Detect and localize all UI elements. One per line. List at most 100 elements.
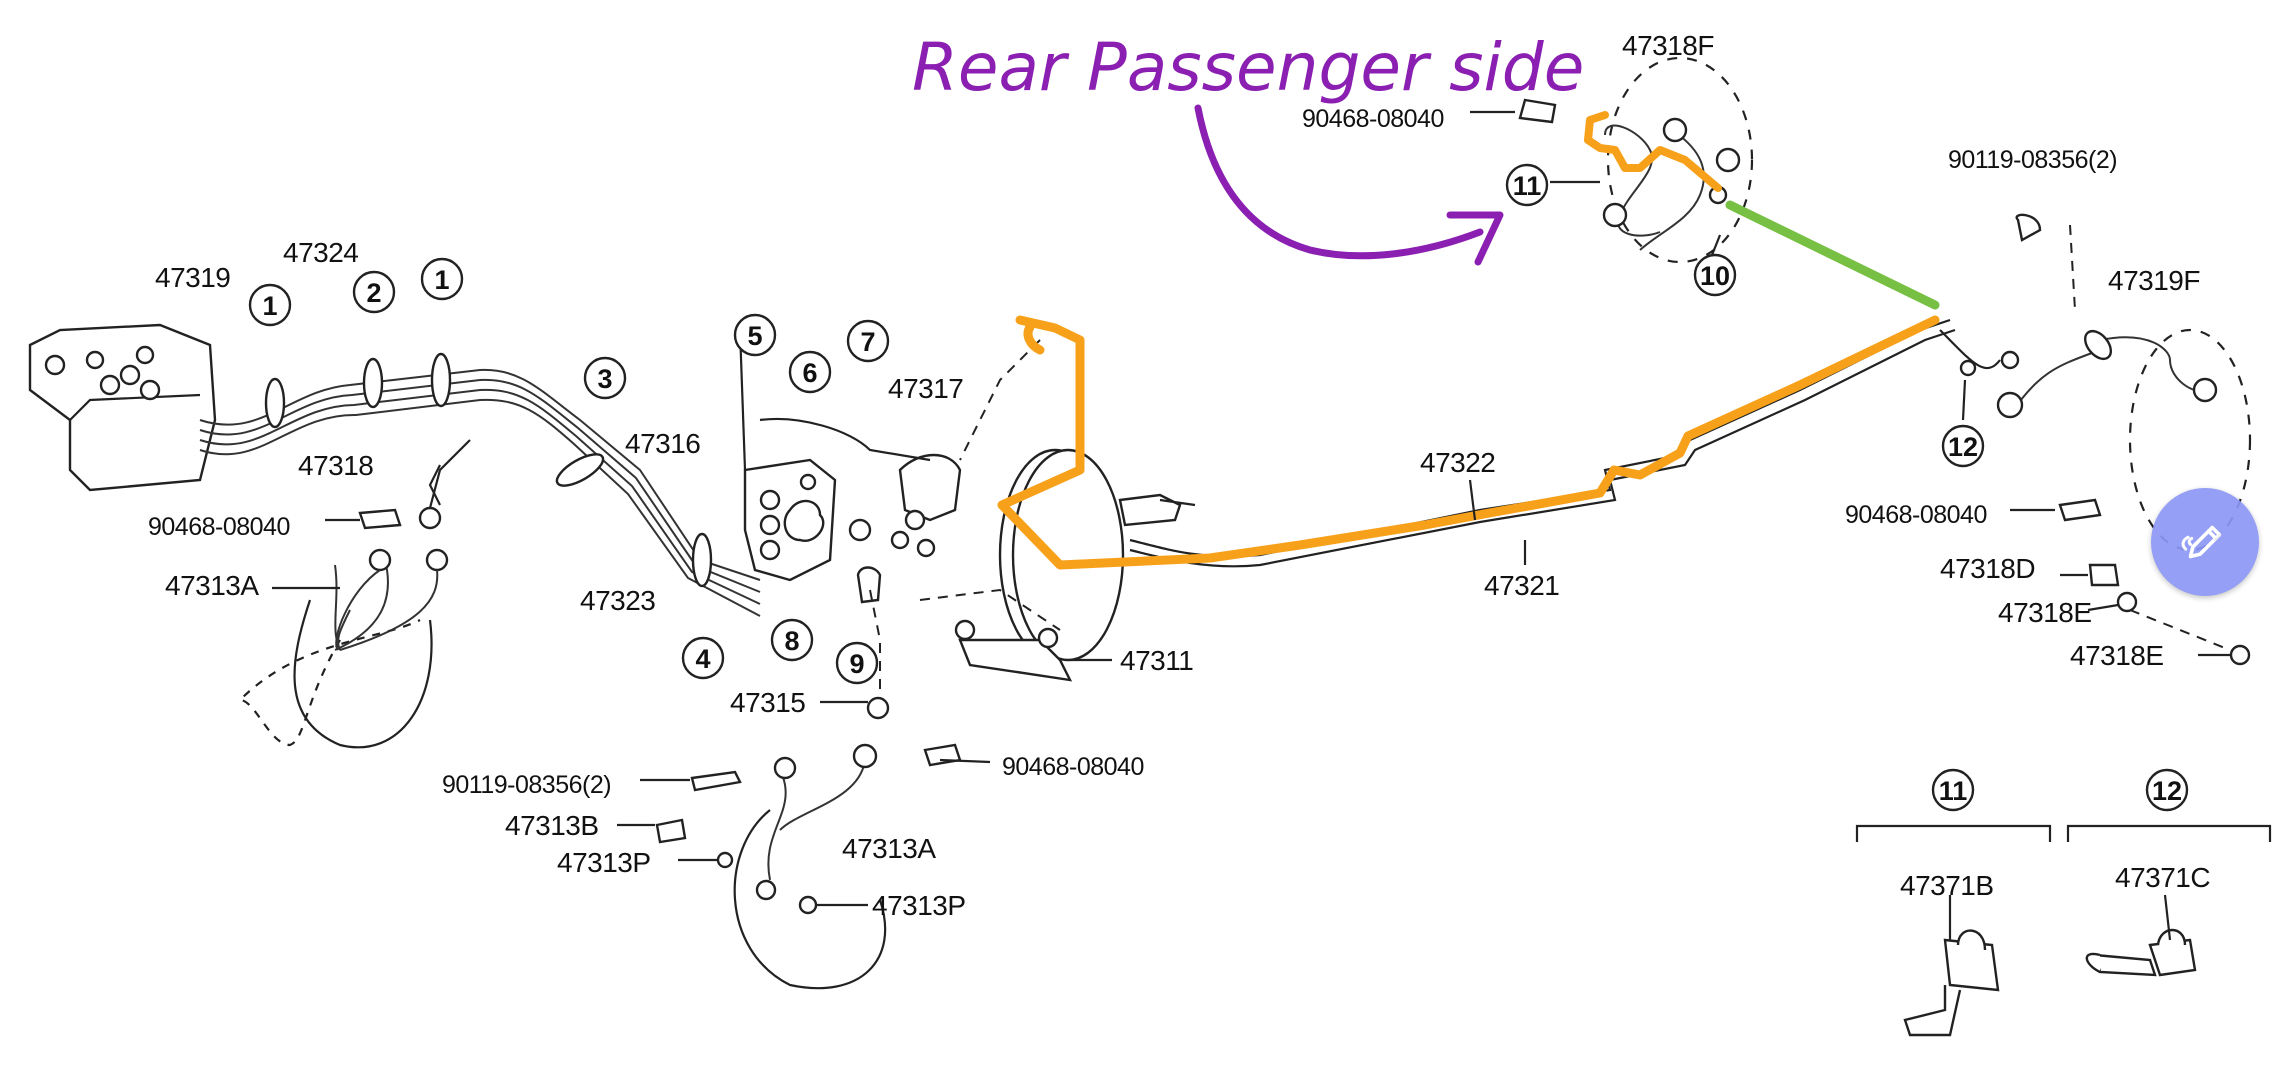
label-47315: 47315	[730, 687, 805, 718]
callout-7: 7	[846, 319, 890, 363]
svg-text:5: 5	[747, 321, 762, 351]
label-90468-left: 90468-08040	[148, 513, 290, 541]
svg-text:1: 1	[262, 291, 277, 321]
callout-6: 6	[788, 350, 832, 394]
bracket-detail-12	[2066, 824, 2272, 842]
label-47371B: 47371B	[1900, 870, 1994, 901]
svg-text:11: 11	[1939, 776, 1968, 806]
label-47316: 47316	[625, 428, 700, 459]
clip-90468-top	[1518, 98, 1557, 124]
label-47313A-mid: 47313A	[842, 833, 936, 864]
tube-bundle-left	[199, 352, 761, 617]
part-47371B	[1903, 929, 2000, 1037]
svg-text:3: 3	[597, 364, 612, 394]
svg-text:10: 10	[1700, 261, 1730, 291]
dash-90119-right	[2069, 224, 2076, 311]
edit-pencil-icon	[2181, 525, 2222, 559]
label-47318E-a: 47318E	[1998, 597, 2092, 628]
svg-text:4: 4	[695, 644, 710, 674]
label-47318E-b: 47318E	[2070, 640, 2164, 671]
bracket-47311	[958, 638, 1073, 682]
highlight-green-line	[1725, 200, 1940, 310]
annotation-text: Rear Passenger side	[912, 29, 1584, 106]
svg-text:2: 2	[366, 278, 381, 308]
callout-4: 4	[681, 636, 725, 680]
highlight-orange-fitting	[1023, 322, 1045, 355]
dash-47315	[869, 589, 881, 700]
svg-text:8: 8	[784, 626, 799, 656]
bolt-47313B	[655, 818, 687, 844]
callout-11-detail: 11	[1931, 768, 1975, 812]
clip-47318E-b	[2229, 644, 2251, 666]
proportioning-valve	[743, 458, 837, 582]
svg-text:7: 7	[860, 327, 875, 357]
callout-1b: 1	[420, 257, 464, 301]
leader-c12	[1961, 379, 1967, 421]
clip-47313P-b	[798, 895, 818, 915]
label-90468-top: 90468-08040	[1302, 105, 1444, 133]
label-47313P-b: 47313P	[872, 890, 966, 921]
edit-fab-button[interactable]	[2151, 488, 2259, 596]
leader-c10	[1710, 234, 1722, 256]
clip-90468-mid	[923, 743, 962, 767]
line-47318-left	[428, 439, 471, 509]
dash-47311	[919, 588, 1061, 631]
fitting-47318-left	[418, 506, 442, 530]
label-90119-right: 90119-08356(2)	[1948, 146, 2117, 174]
hose-47319F	[1996, 329, 2218, 419]
label-47313B: 47313B	[505, 810, 599, 841]
callout-1a: 1	[248, 283, 292, 327]
part-47371C	[2085, 928, 2197, 977]
callout-8: 8	[770, 618, 814, 662]
label-47323: 47323	[580, 585, 655, 616]
clip-47318E-a	[2116, 591, 2138, 613]
label-47318F: 47318F	[1622, 30, 1714, 61]
callout-5: 5	[733, 313, 777, 357]
bolt-47318D	[2088, 563, 2120, 587]
hose-47313A-left	[237, 548, 449, 747]
wheel-circle-mid	[733, 809, 887, 990]
dash-47317	[959, 339, 1041, 461]
label-90468-mid: 90468-08040	[1002, 753, 1144, 781]
svg-text:1: 1	[434, 265, 449, 295]
clip-90468-right	[2058, 498, 2102, 522]
label-47313P-a: 47313P	[557, 847, 651, 878]
callout-12: 12	[1941, 424, 1985, 468]
callout-11: 11	[1505, 163, 1549, 207]
clip-12-pos	[1959, 359, 1977, 377]
label-47311: 47311	[1120, 645, 1193, 676]
fitting-right-a	[2000, 350, 2020, 370]
label-47322: 47322	[1420, 447, 1495, 478]
callout-2: 2	[352, 270, 396, 314]
callout-10: 10	[1693, 253, 1737, 297]
wheel-circle-left	[293, 599, 433, 749]
label-47371C: 47371C	[2115, 862, 2210, 893]
label-90468-right: 90468-08040	[1845, 501, 1987, 529]
svg-text:12: 12	[1948, 432, 1978, 462]
svg-text:11: 11	[1513, 171, 1542, 201]
svg-text:9: 9	[849, 649, 864, 679]
clip-90468-left	[358, 508, 402, 530]
leader-47371C	[2163, 894, 2172, 941]
callout-3: 3	[583, 356, 627, 400]
svg-text:6: 6	[802, 358, 817, 388]
leader-47318	[428, 464, 441, 506]
bolt-47311-a	[954, 619, 976, 641]
callout-12-detail: 12	[2145, 768, 2189, 812]
hose-47313A-mid	[755, 743, 878, 901]
leader-47322	[1468, 479, 1477, 521]
label-47317: 47317	[888, 373, 963, 404]
assembly-47318F	[1602, 56, 1754, 264]
wheel-circle-right	[2128, 328, 2252, 552]
master-cylinder-area	[848, 453, 962, 604]
label-47313A-left: 47313A	[165, 570, 259, 601]
bolt-90119-right	[2015, 213, 2042, 242]
highlight-orange-top	[1584, 111, 1722, 192]
label-47324: 47324	[283, 237, 358, 268]
callout-9: 9	[835, 641, 879, 685]
label-47321: 47321	[1484, 570, 1559, 601]
